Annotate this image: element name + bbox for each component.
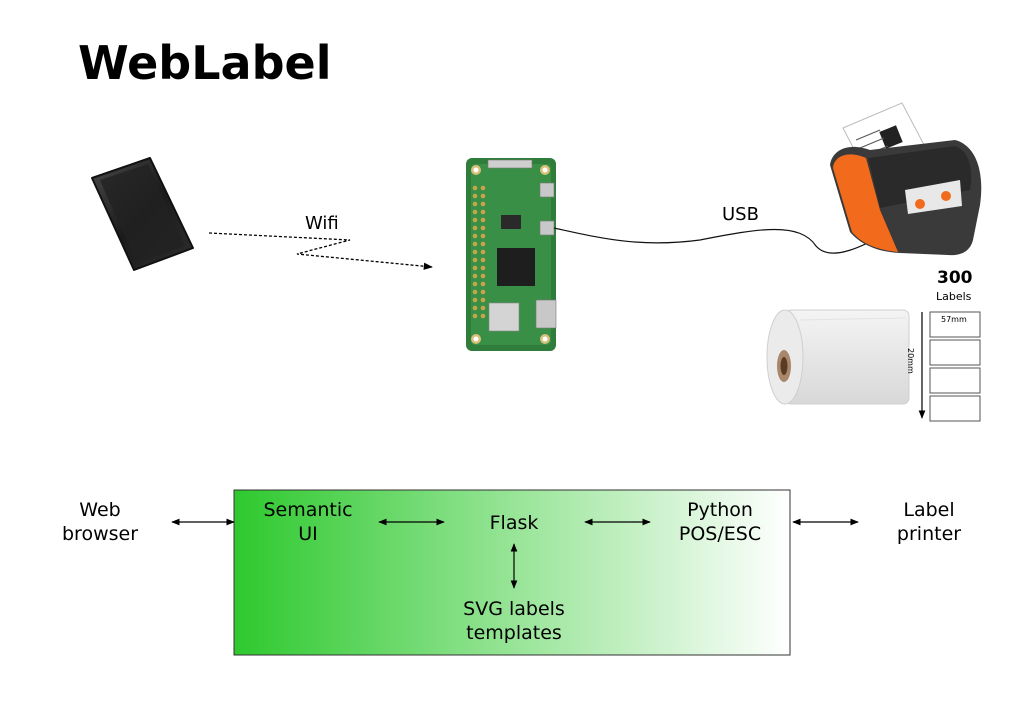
label-printer-icon [830, 102, 982, 256]
label-slot-4 [929, 395, 981, 422]
wifi-link-arrow [208, 232, 433, 270]
label-roll-icon [766, 309, 910, 405]
label-width-text: 57mm [941, 315, 967, 324]
label-slot-1 [929, 311, 981, 338]
label-count-unit: Labels [936, 290, 972, 303]
label-count: 300 [937, 268, 973, 288]
label-height-text: 20mm [906, 348, 915, 374]
svg-templates-label: SVG labels templates [463, 598, 565, 644]
raspberry-pi-board-icon [466, 158, 557, 351]
label-slot-2 [929, 339, 981, 366]
usb-label: USB [722, 204, 759, 225]
page-title: WebLabel [78, 36, 332, 90]
smartphone-icon [91, 157, 194, 271]
label-printer-label: Label printer [896, 499, 962, 545]
python-pos-label: Python POS/ESC [678, 499, 762, 545]
semantic-ui-label: Semantic UI [263, 499, 353, 545]
wifi-label: Wifi [305, 213, 339, 234]
label-slot-3 [929, 367, 981, 394]
label-size-diagram [929, 311, 981, 422]
web-browser-label: Web browser [61, 499, 139, 545]
usb-cable-line [553, 221, 906, 254]
flask-label: Flask [489, 512, 539, 534]
